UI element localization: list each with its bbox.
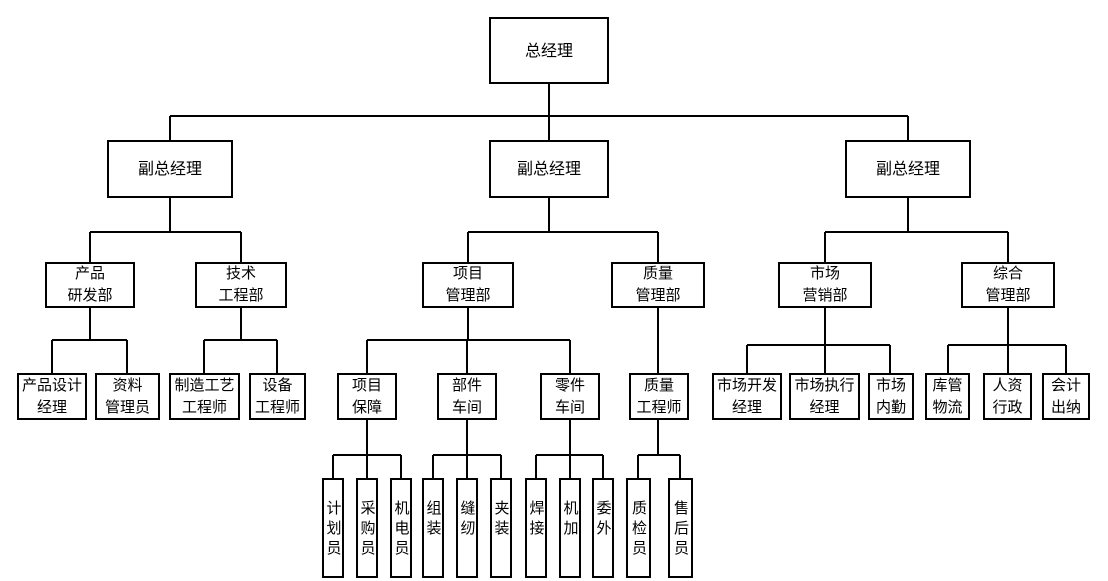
node-product-design-manager: 产品设计 经理 (17, 373, 87, 420)
node-label: 委外 (594, 500, 613, 540)
node-planner: 计划员 (322, 478, 344, 578)
node-tech-engineering-dept: 技术 工程部 (195, 262, 287, 308)
node-document-administrator: 资料 管理员 (95, 373, 160, 420)
node-project-support: 项目 保障 (337, 373, 397, 420)
node-assembly: 组装 (422, 478, 444, 578)
node-market-development-manager: 市场开发 经理 (712, 373, 782, 420)
node-hr-administration: 人资 行政 (983, 373, 1032, 420)
node-clamping: 夹装 (490, 478, 512, 578)
node-outsourcing: 委外 (592, 478, 614, 578)
node-quality-management-dept: 质量 管理部 (611, 262, 705, 308)
node-sewing: 缝纫 (456, 478, 478, 578)
node-label: 采购员 (358, 500, 377, 560)
node-label: 机加 (561, 500, 580, 540)
node-electromechanical-staff: 机电员 (390, 478, 412, 578)
node-deputy-gm-left: 副总经理 (107, 140, 233, 198)
node-market-execution-manager: 市场执行 经理 (789, 373, 860, 420)
node-warehouse-logistics: 库管 物流 (925, 373, 970, 420)
node-welding: 焊接 (525, 478, 547, 578)
node-deputy-gm-right: 副总经理 (845, 140, 971, 198)
node-label: 焊接 (527, 500, 546, 540)
node-assembly-workshop: 部件 车间 (437, 373, 497, 420)
node-purchaser: 采购员 (356, 478, 378, 578)
node-product-rd-dept: 产品 研发部 (45, 262, 135, 308)
node-label: 缝纫 (458, 500, 477, 540)
node-machining: 机加 (559, 478, 581, 578)
node-label: 组装 (424, 500, 443, 540)
node-quality-inspector: 质检员 (626, 478, 651, 578)
node-deputy-gm-middle: 副总经理 (489, 140, 609, 198)
node-label: 计划员 (324, 500, 343, 560)
node-quality-engineer: 质量 工程师 (629, 373, 689, 420)
node-label: 售后员 (672, 500, 690, 560)
node-marketing-sales-dept: 市场 营销部 (778, 262, 872, 308)
node-equipment-engineer: 设备 工程师 (249, 373, 306, 420)
node-general-manager: 总经理 (489, 17, 609, 84)
node-parts-workshop: 零件 车间 (540, 373, 600, 420)
node-project-management-dept: 项目 管理部 (422, 262, 514, 308)
node-label: 质检员 (630, 500, 648, 560)
node-general-admin-dept: 综合 管理部 (961, 262, 1055, 308)
node-market-office-staff: 市场 内勤 (868, 373, 914, 420)
node-after-sales-staff: 售后员 (668, 478, 693, 578)
node-accounting-cashier: 会计 出纳 (1042, 373, 1090, 420)
node-label: 机电员 (392, 500, 411, 560)
node-label: 夹装 (492, 500, 511, 540)
node-manufacturing-process-engineer: 制造工艺 工程师 (169, 373, 240, 420)
